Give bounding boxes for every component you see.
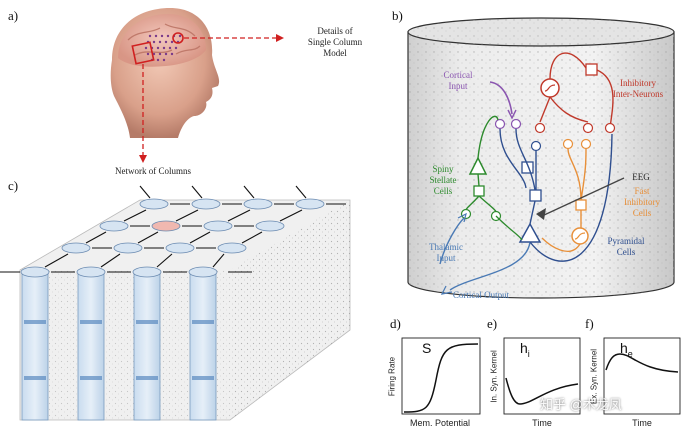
firing-rate-label: Firing Rate [387,356,397,397]
pyramidal-cells-label: Pyramidal Cells [607,236,645,257]
inhibitory-sigmoid-node [540,78,560,98]
panel-c-column-network [0,185,351,421]
excitatory-kernel-frame [603,337,681,415]
details-single-column-label: Details of Single Column Model [307,26,363,58]
inhibitory-kernel-curve [505,377,579,405]
panel-letter-a: a) [8,8,19,23]
eeg-arrow [536,208,546,220]
panel-letter-f: f) [585,316,594,331]
mem-potential-label: Mem. Potential [409,418,471,428]
network-selection-square [131,41,155,65]
column-connections [0,185,346,273]
inhibitory-kernel-ylabel: In. Syn. Kernel [489,350,499,403]
thalamic-input-label: Thalamic Input [429,242,463,263]
excitatory-kernel-curve [605,353,679,373]
panel-a-head-illustration [110,8,284,163]
front-columns [21,271,217,421]
highlighted-column [151,220,181,232]
panel-b-column-model [407,17,675,299]
spiny-stellate-label: Spiny Stellate Cells [429,164,457,196]
inhibitory-kernel-frame [503,337,581,415]
sigmoid-curve [403,343,479,413]
cortical-output-label: Cortical Output [452,290,510,300]
eeg-label: EEG [632,172,650,182]
column-top-grid [20,198,325,278]
fast-inhibitory-label: Fast Inhibitory Cells [624,186,660,218]
excitatory-kernel-symbol: he [620,340,633,359]
time-label-e: Time [532,418,552,428]
sigmoid-plot-frame [401,337,481,415]
panel-letter-e: e) [487,316,498,331]
fast-inhibitory-node [571,227,589,245]
column-selection-circle [172,32,184,44]
panel-letter-b: b) [392,8,403,23]
inhibitory-interneurons-label: Inhibitory Inter-Neurons [612,78,664,99]
time-label-f: Time [632,418,652,428]
cortical-input-label: Cortical Input [443,70,473,91]
panels-def-plots [401,337,681,415]
inhibitory-sum-node [585,63,598,76]
zhihu-watermark: 知乎 @木龙凤 [540,397,622,412]
arrow-to-details [276,34,284,42]
network-of-columns-label: Network of Columns [115,166,191,176]
inhibitory-kernel-symbol: hi [520,340,530,359]
arrow-to-network [139,155,147,163]
panel-letter-d: d) [390,316,401,331]
sigmoid-symbol: S [422,340,432,356]
panel-letter-c: c) [8,178,19,193]
